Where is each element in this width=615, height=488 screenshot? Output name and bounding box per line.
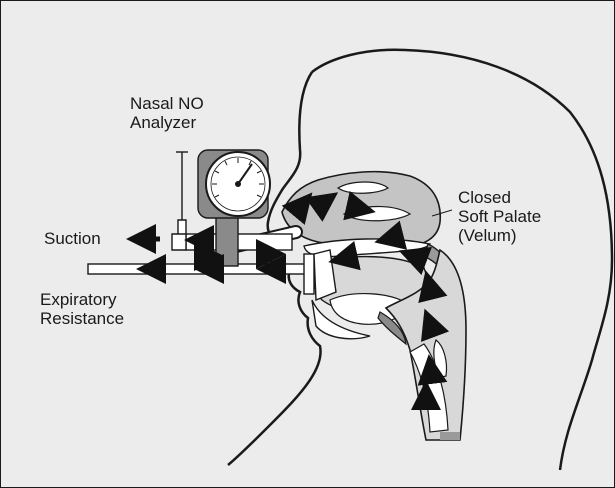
mouthpiece bbox=[314, 250, 336, 300]
flow-arrow-icon bbox=[408, 254, 424, 260]
palate-label-line-2: Soft Palate bbox=[458, 207, 541, 226]
resistance-label: Expiratory Resistance bbox=[40, 290, 124, 328]
neck-back bbox=[528, 360, 552, 470]
suction-label-text: Suction bbox=[44, 229, 101, 248]
suction-tee bbox=[172, 220, 186, 250]
analyzer-label-line-2: Analyzer bbox=[130, 113, 204, 132]
resistance-valve bbox=[304, 254, 314, 294]
resistance-label-line-2: Resistance bbox=[40, 309, 124, 328]
palate-label-line-1: Closed bbox=[458, 188, 541, 207]
resistance-label-line-1: Expiratory bbox=[40, 290, 124, 309]
suction-label: Suction bbox=[44, 229, 101, 248]
palate-label: Closed Soft Palate (Velum) bbox=[458, 188, 541, 245]
analyzer-label-line-1: Nasal NO bbox=[130, 94, 204, 113]
airway-base bbox=[440, 432, 460, 440]
pressure-gauge-icon bbox=[206, 152, 270, 216]
analyzer-label: Nasal NO Analyzer bbox=[130, 94, 204, 132]
palate-label-line-3: (Velum) bbox=[458, 226, 541, 245]
flow-arrow-icon bbox=[430, 364, 432, 380]
